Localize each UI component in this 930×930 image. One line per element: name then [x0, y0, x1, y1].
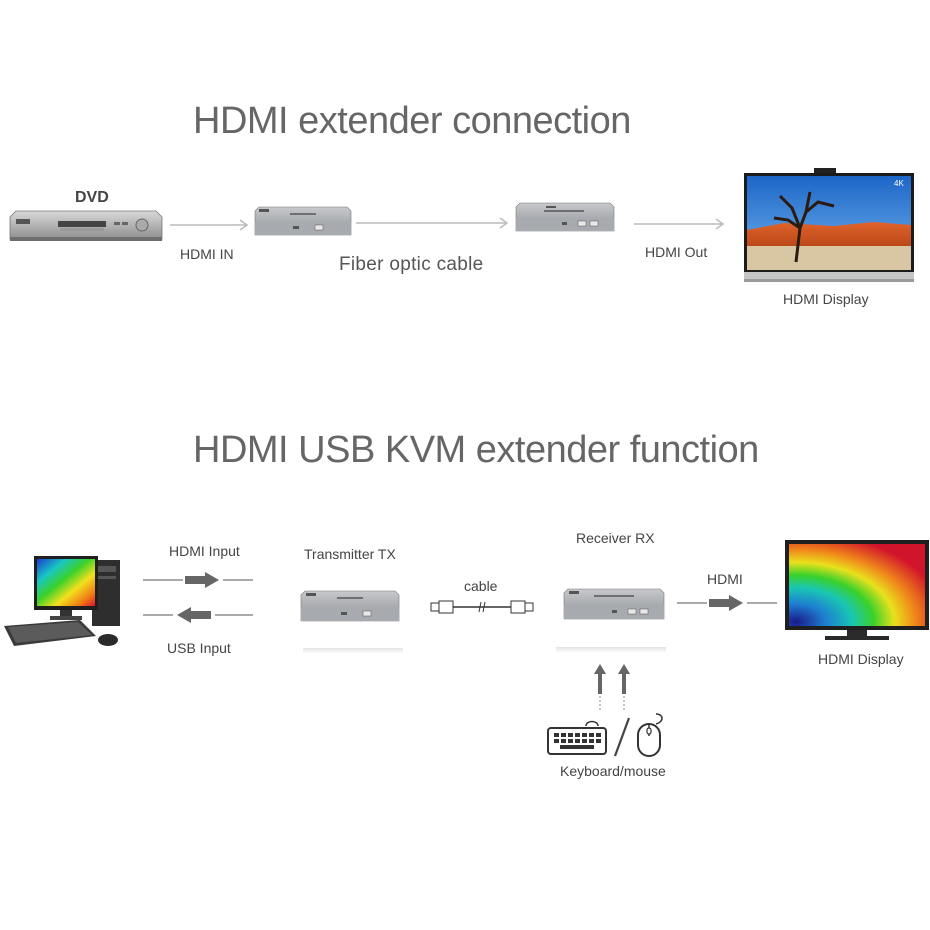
extender-rx-device — [515, 202, 615, 232]
receiver-shadow — [556, 647, 666, 653]
tv-display-icon: 4K — [744, 168, 914, 282]
arrow-hdmi-input — [143, 572, 253, 588]
desktop-pc-icon — [4, 556, 120, 646]
hdmi-display-label-1: HDMI Display — [783, 291, 869, 307]
hdmi-out-label: HDMI Out — [645, 244, 708, 260]
hdmi-label: HDMI — [707, 571, 743, 587]
cable-label: cable — [464, 578, 498, 594]
arrow-hdmi-out — [634, 218, 725, 230]
hdmi-display-label-2: HDMI Display — [818, 651, 904, 667]
keyboard-icon — [547, 720, 607, 755]
receiver-label: Receiver RX — [576, 530, 655, 546]
arrow-hdmi-in — [170, 219, 249, 231]
transmitter-shadow — [303, 648, 403, 654]
keyboard-mouse-label: Keyboard/mouse — [560, 763, 666, 779]
tv-4k-badge: 4K — [894, 179, 904, 188]
hdmi-in-label: HDMI IN — [180, 246, 234, 262]
dvd-player-icon — [9, 210, 163, 241]
transmitter-device — [300, 590, 400, 622]
arrow-usb-input — [143, 607, 253, 623]
transmitter-label: Transmitter TX — [304, 546, 396, 562]
cable-icon — [430, 600, 534, 614]
slash-separator — [613, 717, 631, 757]
receiver-device — [563, 588, 665, 620]
hdmi-input-label: HDMI Input — [169, 543, 240, 559]
extender-tx-device — [254, 206, 352, 236]
arrow-hdmi-output — [677, 595, 777, 611]
arrow-fiber — [356, 217, 509, 229]
section1-title: HDMI extender connection — [193, 100, 631, 142]
fiber-cable-label: Fiber optic cable — [339, 254, 484, 275]
dvd-label: DVD — [75, 189, 109, 206]
section2-title: HDMI USB KVM extender function — [193, 429, 759, 471]
usb-input-label: USB Input — [167, 640, 231, 656]
arrows-kb-mouse-up — [594, 664, 630, 710]
hdmi-display-icon — [785, 540, 929, 640]
mouse-icon — [637, 713, 663, 757]
